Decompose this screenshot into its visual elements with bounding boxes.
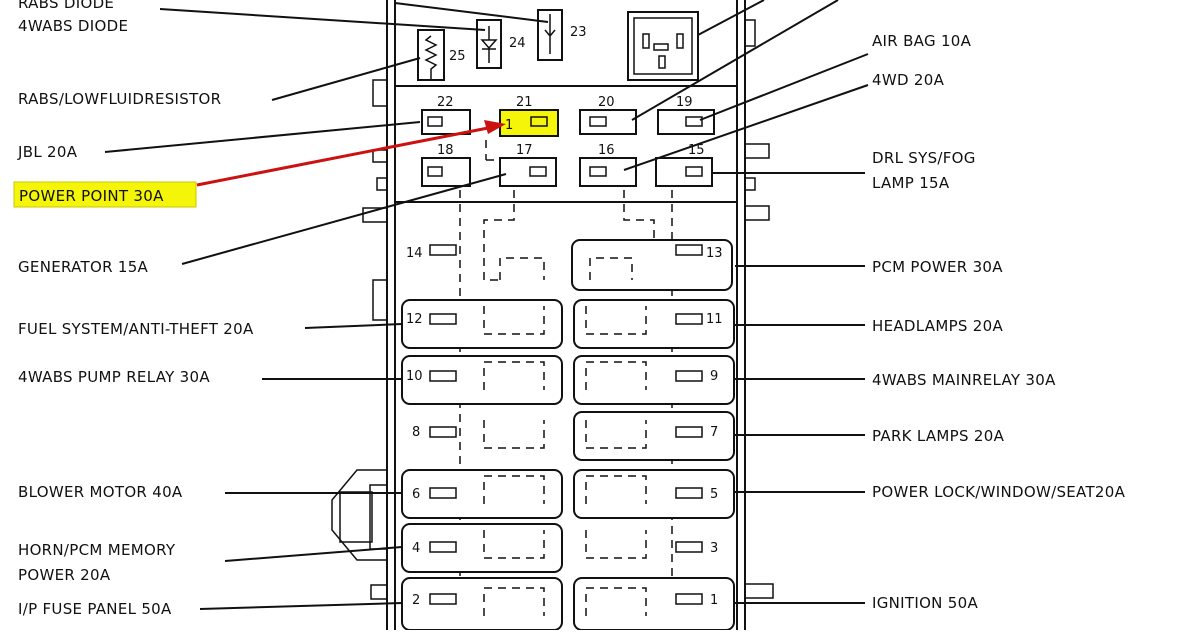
label-4wabs-main: 4WABS MAINRELAY 30A: [872, 371, 1056, 389]
relay-13: [571, 239, 733, 291]
fuse-number-14: 14: [406, 246, 423, 261]
label-generator: GENERATOR 15A: [18, 258, 149, 276]
fuse-number-21: 21: [516, 95, 533, 110]
label-air-bag: AIR BAG 10A: [872, 32, 972, 50]
diode-25: 25: [417, 29, 466, 81]
fuse-5: [573, 469, 735, 519]
fuse-row-lower: 18 17 16 15: [421, 140, 713, 187]
label-4wabs-diode: 4WABS DIODE: [18, 17, 128, 35]
label-headlamps: HEADLAMPS 20A: [872, 317, 1003, 335]
fuse-number-8: 8: [412, 425, 420, 440]
fuse-number-20: 20: [598, 95, 615, 110]
fuse-number-23: 23: [570, 25, 587, 40]
fuse-number-11: 11: [706, 312, 723, 327]
power-point-highlight: [13, 181, 197, 208]
fuse-number-6: 6: [412, 487, 420, 502]
fuse-row-upper: 22 21 1 20 19: [421, 95, 715, 137]
fuse-number-1: 1: [710, 593, 718, 608]
fuse-9: [573, 355, 735, 405]
label-4wabs-pump: 4WABS PUMP RELAY 30A: [18, 368, 210, 386]
fuse-number-22: 22: [437, 95, 454, 110]
fuse-number-7: 7: [710, 425, 718, 440]
label-rabs-resistor: RABS/LOWFLUIDRESISTOR: [18, 90, 221, 108]
fuse-17: [499, 157, 557, 187]
fuse-6: [401, 469, 563, 519]
fuse-number-17: 17: [516, 143, 533, 158]
right-labels: AIR BAG 10A 4WD 20A DRL SYS/FOG LAMP 15A…: [872, 32, 1126, 612]
relay-top-right: [627, 11, 699, 81]
fuse-12: [401, 299, 563, 349]
fuse-number-5: 5: [710, 487, 718, 502]
fuse-number-19: 19: [676, 95, 693, 110]
fuse-21-marker: 1: [505, 118, 513, 133]
fuse-10: [401, 355, 563, 405]
left-labels: RABS DIODE 4WABS DIODE RABS/LOWFLUIDRESI…: [13, 0, 254, 618]
label-drl-2: LAMP 15A: [872, 174, 950, 192]
fuse-20: [579, 109, 637, 135]
fuse-18: [421, 157, 471, 187]
fuse-number-10: 10: [406, 369, 423, 384]
fuse-number-9: 9: [710, 369, 718, 384]
label-fuel-system: FUEL SYSTEM/ANTI-THEFT 20A: [18, 320, 254, 338]
fuse-22: [421, 109, 471, 135]
fuse-number-24: 24: [509, 36, 526, 51]
fuse-number-16: 16: [598, 143, 615, 158]
label-blower: BLOWER MOTOR 40A: [18, 483, 183, 501]
label-power-lock: POWER LOCK/WINDOW/SEAT20A: [872, 483, 1126, 501]
label-park-lamps: PARK LAMPS 20A: [872, 427, 1005, 445]
maxi-fuse-grid: 14 13 12 11 10 9 8 7 6: [401, 239, 735, 631]
fuse-number-3: 3: [710, 541, 718, 556]
leader-lines: [104, 0, 869, 610]
label-horn-pcm-1: HORN/PCM MEMORY: [18, 541, 176, 559]
label-ignition: IGNITION 50A: [872, 594, 978, 612]
fuse-4: [401, 523, 563, 573]
fuse-number-25: 25: [449, 49, 466, 64]
label-horn-pcm-2: POWER 20A: [18, 566, 111, 584]
fuse-19: [657, 109, 715, 135]
fuse-16: [579, 157, 637, 187]
fuse-number-12: 12: [406, 312, 423, 327]
fuse-number-18: 18: [437, 143, 454, 158]
fuse-number-2: 2: [412, 593, 420, 608]
label-power-point: POWER POINT 30A: [19, 187, 164, 205]
diode-23: 23: [537, 9, 587, 61]
fuse-11: [573, 299, 735, 349]
label-rabs-diode: RABS DIODE: [18, 0, 114, 12]
label-pcm-power: PCM POWER 30A: [872, 258, 1003, 276]
label-4wd: 4WD 20A: [872, 71, 945, 89]
fuse-15: [655, 157, 713, 187]
label-jbl: JBL 20A: [17, 143, 78, 161]
fuse-number-13: 13: [706, 246, 723, 261]
red-arrow: [196, 120, 506, 187]
fuse-number-4: 4: [412, 541, 420, 556]
label-ip-fuse: I/P FUSE PANEL 50A: [18, 600, 172, 618]
diode-24: 24: [476, 19, 526, 69]
label-drl-1: DRL SYS/FOG: [872, 149, 976, 167]
fuse-2: [401, 577, 563, 631]
